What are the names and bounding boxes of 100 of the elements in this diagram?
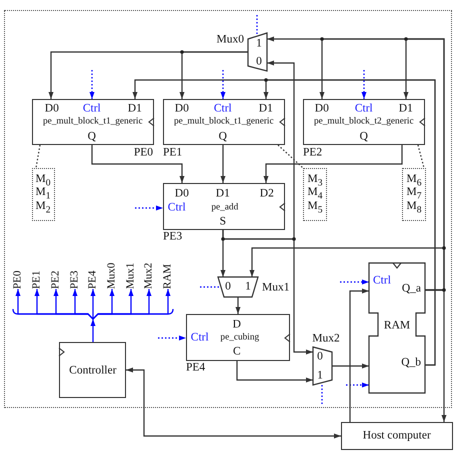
control-line [200,286,221,288]
arrow [264,145,403,183]
input-port-label: 1 [317,370,323,382]
processing-element-block [163,99,285,145]
control-port-label: Ctrl [168,202,186,214]
block-name-label: Mux2 [312,333,340,345]
block-name-label: PE0 [134,147,153,159]
signal-label: PE4 [88,270,98,289]
processing-element-block [32,99,154,145]
control-arrow [158,336,186,340]
arrow [349,288,369,422]
signal-label: Mux2 [144,262,154,289]
block-name-label: PE4 [186,362,206,374]
block-type-label: pe_add [211,203,238,212]
parameter-label: M$_{8}$ [406,201,422,215]
arrow [332,364,369,368]
control-arrow [90,70,94,99]
processing-element-block [163,183,285,230]
signal-label: PE3 [70,270,80,289]
arrow [126,368,341,438]
input-port-label: D1 [258,103,273,115]
signal-label: PE2 [50,270,62,289]
block-name-label: PE2 [303,147,322,159]
input-port-label: D0 [174,103,189,115]
input-port-label: D [232,319,241,331]
device-boundary [4,10,452,408]
input-port-label: D0 [44,103,59,115]
output-port-label: S [220,216,226,228]
arrow [90,319,96,342]
arrow [250,247,445,291]
leader-line [278,144,304,168]
multiplexer [247,33,268,71]
input-port-label: D2 [260,188,274,200]
control-arrow [220,70,226,99]
controller-block [59,342,126,398]
control-arrow [346,382,369,388]
multiplexer [218,277,258,297]
parameter-label: M$_{5}$ [307,201,323,215]
block-type-label: pe_mult_block_t2_generic [314,117,414,126]
parameter-label: M$_{7}$ [406,187,422,201]
arrow [236,361,313,382]
parameter-box [32,168,55,221]
signal-label: PE0 [12,270,24,289]
block-name-label: PE1 [163,147,182,159]
leader-line [35,144,41,168]
parameter-box [303,168,327,221]
arrow [220,145,226,183]
signal-label: PE1 [32,270,42,289]
control-arrow [135,206,163,210]
output-port-label: Q_b [401,357,421,369]
parameter-box [402,168,426,221]
block-name-label: PE3 [163,231,182,243]
input-port-label: 0 [317,351,323,363]
block-name-label: Mux1 [262,282,290,294]
input-port-label: 1 [245,281,251,293]
parameter-label: M$_{4}$ [307,187,323,201]
control-arrow [362,70,366,99]
input-port-label: 1 [256,38,262,50]
parameter-label: M$_{3}$ [307,174,323,188]
block-title: Host computer [362,430,431,442]
block-name-label: Mux0 [216,34,244,46]
arrow [222,230,313,354]
arrow [90,289,96,319]
input-port-label: D1 [398,103,413,115]
output-port-label: Q [88,131,96,143]
parameter-label: M$_{0}$ [35,174,51,188]
input-port-label: D0 [314,103,329,115]
host-computer-block [341,422,453,450]
leader-line [417,144,425,168]
input-port-label: 0 [225,281,231,293]
control-port-label: Ctrl [214,103,232,115]
block-type-label: pe_mult_block_t1_generic [42,117,143,126]
block-type-label: pe_cubing [220,333,260,342]
control-port-label: Ctrl [82,103,101,115]
input-port-label: D1 [128,103,142,115]
parameter-label: M$_{6}$ [406,174,422,188]
signal-label: Mux1 [126,262,136,289]
control-arrow [340,280,369,284]
output-port-label: Q [218,131,227,143]
processing-element-block [186,314,290,361]
block-type-label: pe_mult_block_t1_generic [174,117,274,126]
control-line [256,15,258,36]
block-title: Controller [69,365,116,377]
parameter-label: M$_{1}$ [35,187,51,201]
arrow [264,79,436,366]
control-line [321,383,323,404]
input-port-label: D0 [174,188,189,200]
memory-block [369,263,425,393]
arrow [425,289,446,422]
arrow [91,145,184,183]
control-port-label: Ctrl [373,275,391,287]
arrow [180,51,248,99]
processing-element-block [303,99,425,145]
control-port-label: Ctrl [190,332,209,344]
input-port-label: D1 [216,188,230,200]
control-port-label: Ctrl [354,103,373,115]
arrow [236,297,240,314]
output-port-label: Q [360,131,368,143]
block-title: RAM [384,320,410,332]
parameter-label: M$_{2}$ [35,201,51,215]
